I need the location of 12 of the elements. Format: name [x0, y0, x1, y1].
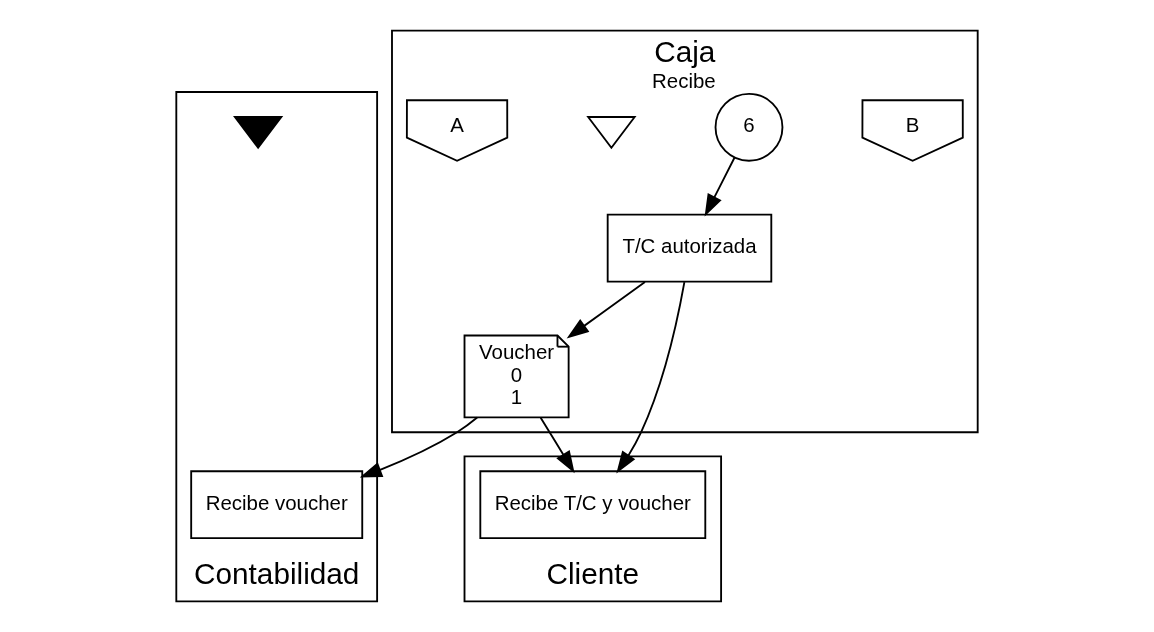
node-circle: 6	[714, 92, 784, 162]
node-triangle	[586, 116, 637, 150]
arrow	[359, 416, 479, 478]
arrow	[566, 281, 646, 339]
node-label: Recibe	[652, 68, 716, 92]
node-box: Recibe voucher	[190, 470, 364, 540]
arrow	[539, 416, 575, 474]
arrow	[616, 281, 686, 474]
node-box: T/C autorizada	[606, 213, 773, 283]
node-triangle	[233, 116, 284, 150]
arrow	[704, 156, 736, 217]
node-box: Recibe T/C y voucher	[479, 470, 707, 540]
